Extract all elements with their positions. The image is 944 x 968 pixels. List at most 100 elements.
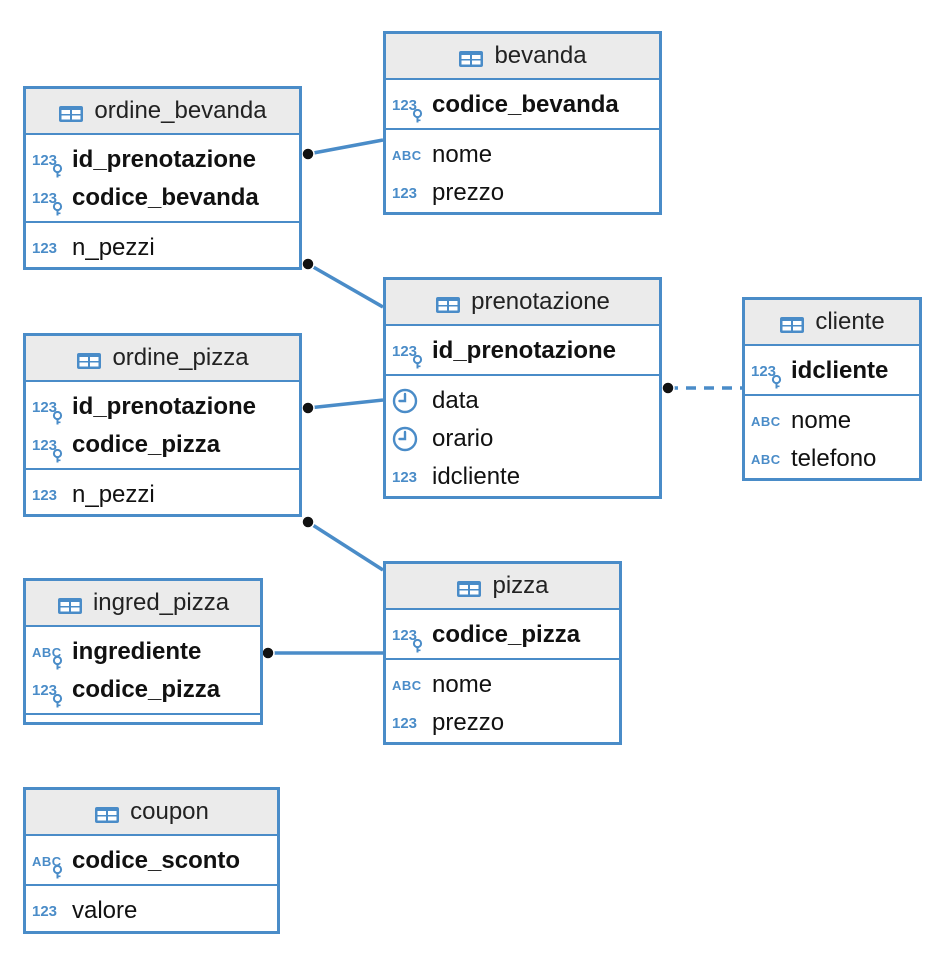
key-icon — [52, 858, 63, 879]
relation-endpoint-dot — [661, 381, 675, 395]
entity-header[interactable]: coupon — [26, 790, 277, 836]
attribute-name: id_prenotazione — [72, 393, 257, 420]
relation-line-ordine_bevanda-prenotazione[interactable] — [307, 262, 384, 309]
attribute-name: telefono — [791, 445, 877, 472]
integer-type-label: 123 — [32, 239, 58, 257]
attribute-name: n_pezzi — [72, 234, 155, 261]
attribute-name: codice_bevanda — [432, 91, 619, 118]
string-type-icon: ABC — [392, 671, 430, 699]
table-icon — [58, 102, 84, 122]
entity-title: cliente — [815, 308, 885, 335]
entity-header[interactable]: cliente — [745, 300, 919, 346]
string-type-label: ABC — [32, 853, 62, 869]
integer-type-label: 123 — [32, 681, 58, 699]
clock-icon — [392, 387, 430, 415]
integer-type-label: 123 — [32, 486, 58, 504]
relation-endpoint-dot — [301, 147, 315, 161]
key-attribute-row[interactable]: 123 id_prenotazione — [26, 141, 299, 179]
entity-header[interactable]: prenotazione — [386, 280, 659, 326]
attributes-section — [26, 715, 260, 725]
entity-title: prenotazione — [471, 288, 610, 315]
table-icon — [435, 293, 461, 313]
integer-type-label: 123 — [32, 398, 58, 416]
integer-type-icon: 123 — [32, 184, 70, 216]
table-icon — [76, 349, 102, 369]
attribute-name: n_pezzi — [72, 481, 155, 508]
attribute-row[interactable]: orario — [386, 420, 659, 458]
key-icon — [52, 404, 63, 425]
integer-type-icon: 123 — [751, 357, 789, 389]
entity-header[interactable]: pizza — [386, 564, 619, 610]
integer-type-icon: 123 — [392, 337, 430, 369]
string-type-icon: ABC — [751, 445, 789, 473]
entity-title: bevanda — [494, 42, 587, 69]
entity-title: ingred_pizza — [92, 589, 230, 616]
string-type-icon: ABC — [32, 847, 70, 879]
key-attribute-row[interactable]: 123 id_prenotazione — [26, 388, 299, 426]
integer-type-label: 123 — [32, 436, 58, 454]
integer-type-label: 123 — [751, 362, 777, 380]
attributes-section: 123 n_pezzi — [26, 470, 299, 518]
integer-type-label: 123 — [32, 151, 58, 169]
attribute-name: data — [432, 387, 479, 414]
relation-line-ordine_bevanda-bevanda[interactable] — [307, 138, 384, 156]
table-icon — [94, 803, 120, 823]
attribute-name: id_prenotazione — [72, 146, 257, 173]
attribute-row[interactable]: 123 n_pezzi — [26, 229, 299, 267]
attribute-name: nome — [432, 141, 493, 168]
entity-header[interactable]: ingred_pizza — [26, 581, 260, 627]
key-icon — [52, 687, 63, 708]
attribute-row[interactable]: 123 n_pezzi — [26, 476, 299, 514]
key-icon — [412, 348, 423, 369]
attribute-row[interactable]: data — [386, 382, 659, 420]
string-type-label: ABC — [392, 677, 422, 693]
key-icon — [52, 649, 63, 670]
table-icon — [779, 313, 805, 333]
string-type-icon: ABC — [751, 407, 789, 435]
relation-line-ordine_pizza-prenotazione[interactable] — [307, 398, 384, 410]
relation-endpoint-dot — [301, 515, 315, 529]
integer-type-icon: 123 — [32, 234, 70, 262]
relation-line-ordine_pizza-pizza[interactable] — [307, 520, 384, 572]
entity-header[interactable]: ordine_bevanda — [26, 89, 299, 135]
integer-type-label: 123 — [32, 189, 58, 207]
entity-header[interactable]: bevanda — [386, 34, 659, 80]
integer-type-label: 123 — [392, 342, 418, 360]
integer-type-icon: 123 — [392, 179, 430, 207]
integer-type-label: 123 — [392, 714, 418, 732]
entity-header[interactable]: ordine_pizza — [26, 336, 299, 382]
attribute-name: valore — [72, 897, 138, 924]
relation-endpoint-dot — [261, 646, 275, 660]
